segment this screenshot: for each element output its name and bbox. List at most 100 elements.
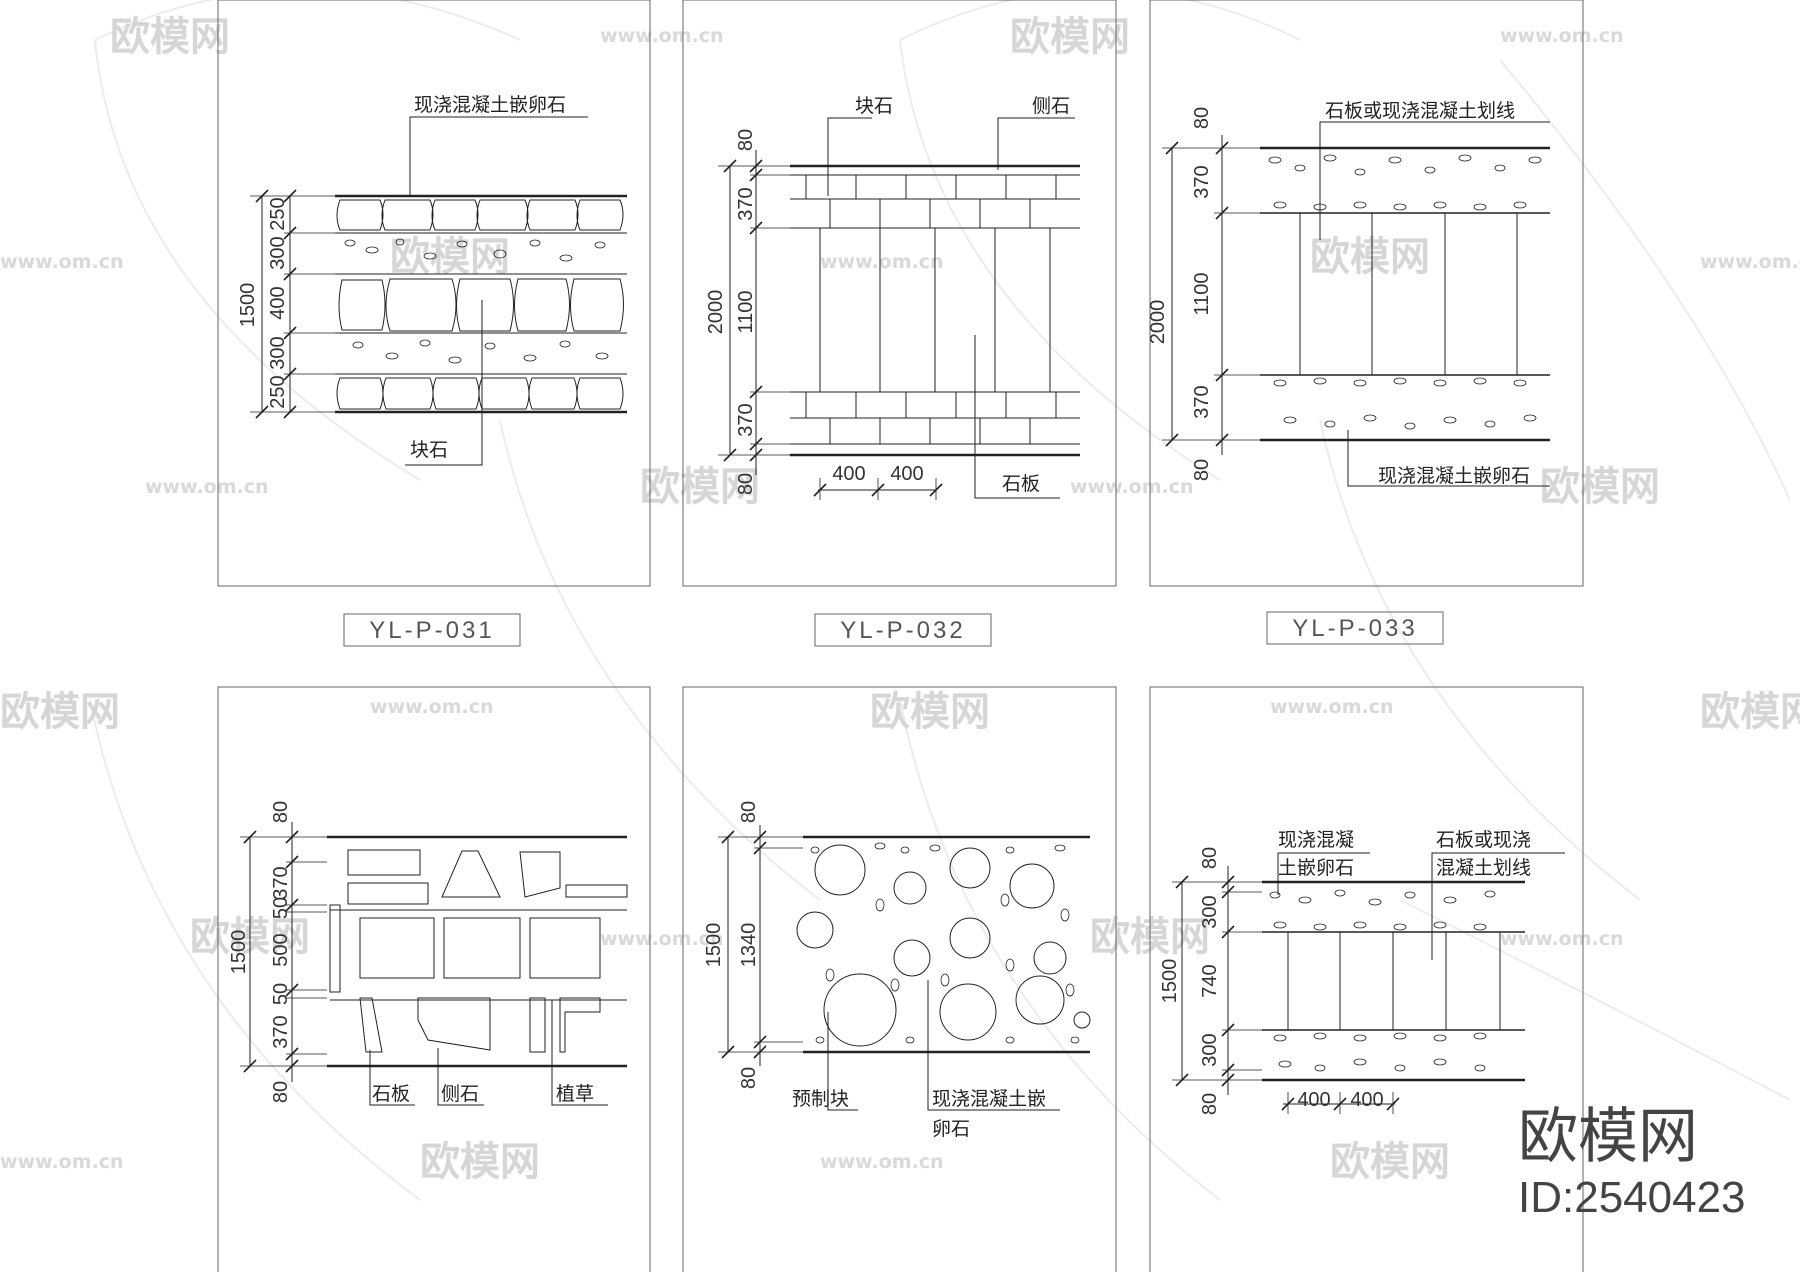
watermark-url: www.om.cn — [1070, 476, 1194, 498]
panel-frame — [682, 686, 1117, 1272]
dim-width: 400 — [832, 463, 865, 485]
dim-total: 2000 — [1147, 300, 1169, 345]
irregular-slabs — [329, 849, 628, 1053]
watermark-brand: 欧模网 — [640, 464, 760, 510]
watermark-url: www.om.cn — [145, 476, 269, 498]
brand-title: 欧模网 — [1518, 1102, 1698, 1172]
dim-segment: 80 — [1191, 107, 1213, 129]
dim-segment: 740 — [1199, 964, 1221, 997]
pebble-fill — [344, 238, 609, 364]
label-cast-concrete-pebble-2: 卵石 — [932, 1118, 970, 1140]
watermark-text-layer: 欧模网 欧模网 欧模网 欧模网 欧模网 欧模网 欧模网 欧模网 欧模网 欧模网 … — [0, 14, 1800, 1185]
panel-frame — [682, 0, 1117, 587]
panel-yl-p-032 — [682, 0, 1117, 587]
dim-total: 1500 — [703, 923, 725, 968]
dim-segment: 370 — [270, 866, 292, 899]
label-slab-or-scored-concrete-2: 混凝土划线 — [1436, 857, 1531, 879]
stone-course-bottom — [336, 377, 624, 410]
precast-blocks — [796, 844, 1091, 1047]
dim-segment: 50 — [270, 897, 292, 919]
label-cast-concrete-pebble-1: 现浇混凝 — [1278, 829, 1354, 851]
label-planted-grass: 植草 — [556, 1083, 594, 1105]
label-precast-block: 预制块 — [792, 1088, 849, 1110]
watermark-url: www.om.cn — [1500, 25, 1624, 47]
dim-segment: 370 — [1191, 165, 1213, 198]
watermark-brand: 欧模网 — [1330, 1139, 1450, 1185]
dim-segment: 1100 — [1191, 272, 1213, 315]
slab-divisions — [1287, 932, 1501, 1030]
dim-segment: 300 — [1199, 1033, 1221, 1066]
label-cast-concrete-pebble: 现浇混凝土嵌卵石 — [1378, 465, 1530, 487]
dim-width: 400 — [890, 463, 923, 485]
label-cast-concrete-pebble-1: 现浇混凝土嵌 — [932, 1088, 1046, 1110]
dim-segment: 250 — [267, 197, 289, 230]
pebble-fill — [1268, 154, 1542, 430]
panel-stone-slab-grass — [217, 686, 651, 1272]
watermark-brand: 欧模网 — [390, 234, 510, 280]
watermark-brand: 欧模网 — [0, 689, 120, 735]
dim-segment: 80 — [270, 1081, 292, 1103]
watermark-brand: 欧模网 — [420, 1139, 540, 1185]
dim-segment: 80 — [735, 129, 757, 151]
dim-segment: 80 — [1191, 459, 1213, 481]
watermark-brand: 欧模网 — [1700, 689, 1800, 735]
panel-slab-pebble-text: 现浇混凝 土嵌卵石 石板或现浇 混凝土划线 80 300 740 300 80 … — [1159, 829, 1531, 1115]
watermark-url: www.om.cn — [370, 696, 494, 718]
dim-segment: 80 — [735, 473, 757, 495]
dim-segment: 300 — [1199, 895, 1221, 928]
panel-frame — [217, 0, 651, 587]
dim-width: 400 — [1297, 1089, 1330, 1111]
drawing-code: YL-P-031 — [369, 617, 494, 644]
dim-segment: 80 — [738, 801, 760, 823]
block-stone-bottom — [805, 392, 1057, 444]
dim-total: 1500 — [1159, 959, 1181, 1004]
drawing-code: YL-P-032 — [840, 617, 965, 644]
dim-total: 1500 — [237, 283, 259, 328]
drawing-code-box — [814, 613, 992, 647]
watermark-url: www.om.cn — [820, 251, 944, 273]
label-stone-slab: 石板 — [1002, 473, 1040, 495]
brand-logo: 欧模网 ID:2540423 — [1518, 1102, 1746, 1222]
watermark-brand: 欧模网 — [1010, 14, 1130, 60]
dim-segment: 1100 — [735, 290, 757, 333]
watermark-brand: 欧模网 — [1310, 234, 1430, 280]
watermark-brand: 欧模网 — [1540, 464, 1660, 510]
watermark-url: www.om.cn — [1700, 251, 1800, 273]
dim-segment: 80 — [1199, 1093, 1221, 1115]
dim-segment: 250 — [267, 375, 289, 408]
dim-segment: 370 — [1191, 385, 1213, 418]
pebble-fill — [810, 842, 1080, 1044]
dim-segment: 1340 — [738, 923, 760, 968]
label-side-stone: 侧石 — [1032, 95, 1070, 117]
watermark-brand: 欧模网 — [870, 689, 990, 735]
panel-yl-p-031-text: 现浇混凝土嵌卵石 块石 1500 250 300 400 300 250 YL-… — [237, 94, 566, 647]
slab-divisions — [1299, 213, 1518, 375]
dim-segment: 50 — [270, 983, 292, 1005]
pebble-fill — [1269, 889, 1496, 1072]
panel-yl-p-033-text: 石板或现浇混凝土划线 现浇混凝土嵌卵石 80 370 1100 370 80 2… — [1147, 100, 1530, 645]
panel-frame — [1149, 686, 1584, 1272]
label-cast-concrete-pebble: 现浇混凝土嵌卵石 — [414, 94, 566, 116]
label-block-stone: 块石 — [410, 439, 448, 461]
dim-segment: 80 — [270, 801, 292, 823]
dim-segment: 370 — [735, 403, 757, 436]
label-slab-or-scored-concrete-1: 石板或现浇 — [1436, 829, 1531, 851]
dim-segment: 370 — [735, 187, 757, 220]
dim-segment: 80 — [1199, 847, 1221, 869]
dim-segment: 80 — [738, 1067, 760, 1089]
dim-segment: 300 — [267, 336, 289, 369]
panel-yl-p-031 — [217, 0, 651, 587]
dim-total: 1500 — [228, 930, 250, 975]
brand-id: ID:2540423 — [1518, 1173, 1746, 1222]
drawing-code-box — [343, 613, 521, 647]
stone-course-middle — [338, 278, 624, 332]
panel-yl-p-032-text: 块石 侧石 石板 80 370 1100 370 80 2000 400 400… — [705, 95, 1070, 647]
dim-segment: 400 — [267, 286, 289, 319]
dim-segment: 500 — [270, 933, 292, 966]
dim-segment: 370 — [270, 1015, 292, 1048]
watermark-url: www.om.cn — [1500, 928, 1624, 950]
stone-course-top — [336, 199, 624, 231]
label-stone-slab: 石板 — [372, 1083, 410, 1105]
panel-stone-slab-grass-text: 石板 侧石 植草 80 370 50 500 50 370 80 1500 — [228, 801, 594, 1105]
panel-slab-pebble — [1149, 686, 1584, 1272]
